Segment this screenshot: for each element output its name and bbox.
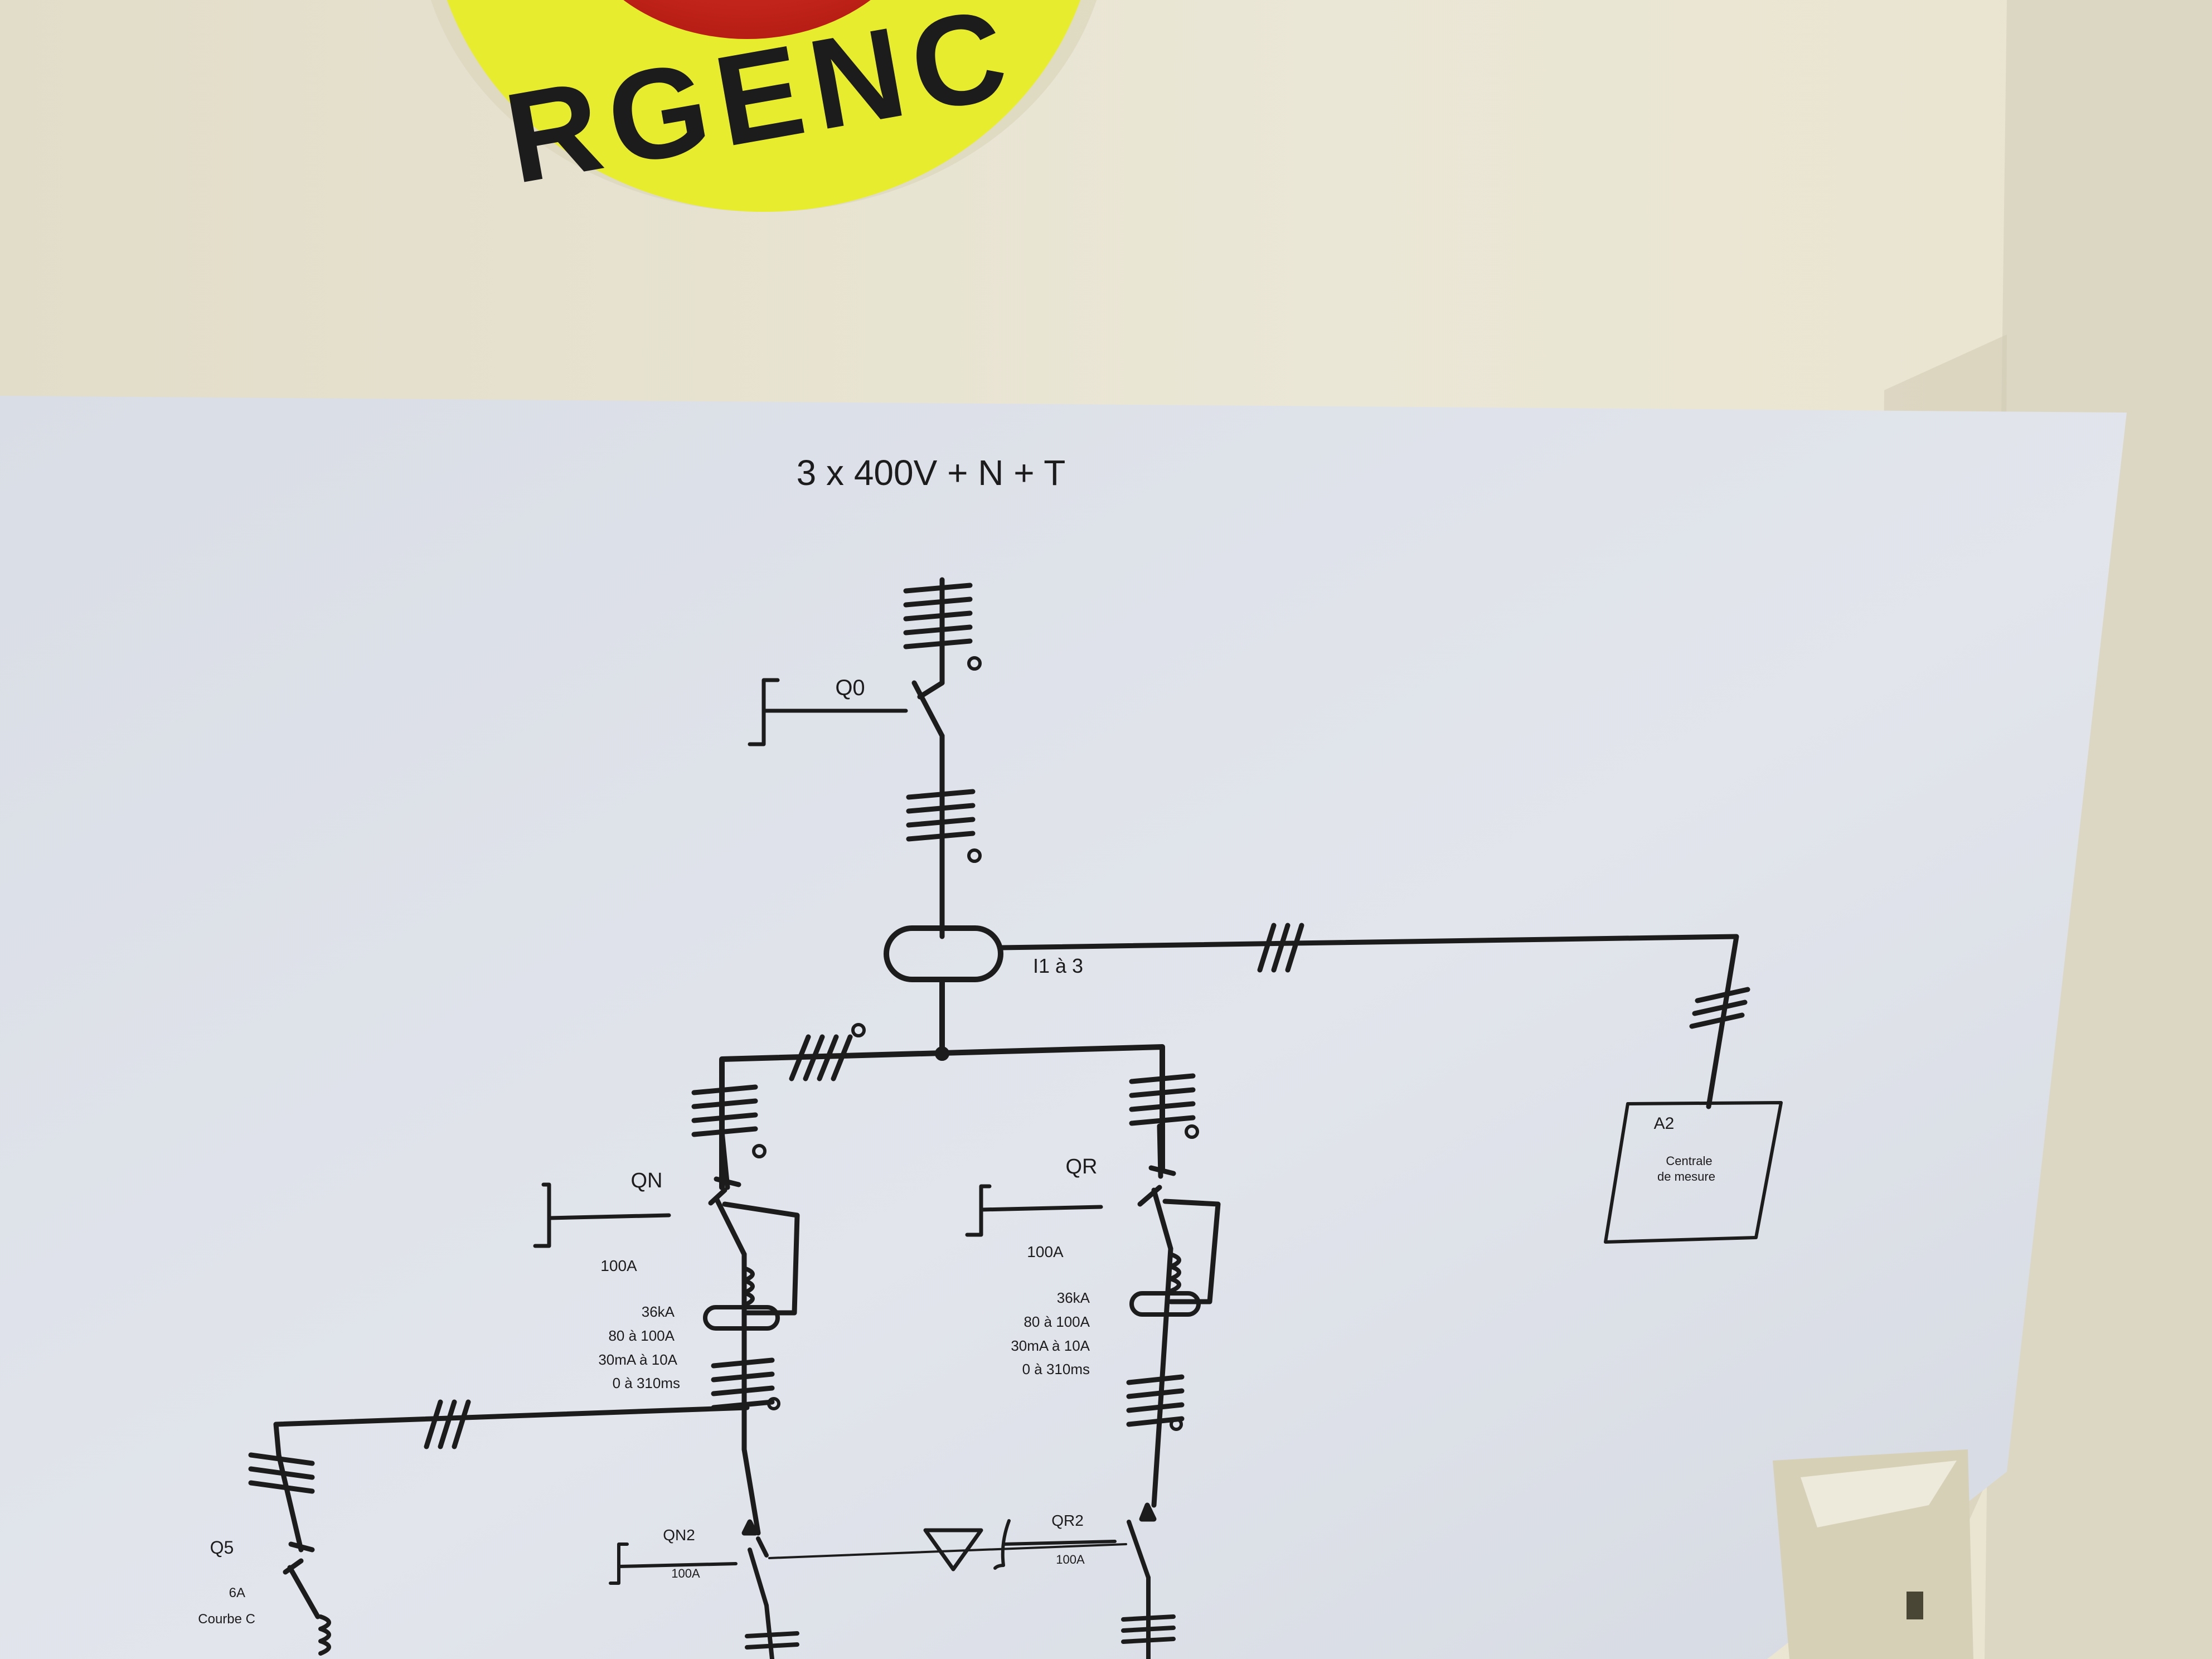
- supply-label: 3 x 400V + N + T: [797, 453, 1066, 493]
- qr-feeder: [965, 1073, 1221, 1522]
- qn2-qr2-interlock: [609, 1519, 1176, 1659]
- qr-spec-1: 36kA: [1057, 1289, 1090, 1306]
- qn-rating: 100A: [600, 1257, 637, 1274]
- schematic-sheet: [0, 396, 2127, 1659]
- qn-spec-3: 30mA à 10A: [598, 1351, 677, 1368]
- meter-box: [1604, 1101, 1783, 1244]
- emergency-ring: [447, 0, 1081, 212]
- q5-curve: Courbe C: [198, 1612, 255, 1627]
- qr-label: QR: [1066, 1155, 1098, 1178]
- qr-rating: 100A: [1027, 1243, 1064, 1260]
- qn2-label: QN2: [663, 1526, 695, 1544]
- q5-label: Q5: [210, 1537, 234, 1558]
- q0-input-ticks: [903, 577, 982, 686]
- qr-spec-2: 80 à 100A: [1023, 1313, 1090, 1330]
- qn-spec-1: 36kA: [642, 1303, 675, 1320]
- qr2-label: QR2: [1051, 1512, 1084, 1529]
- emergency-stop-sign: RGENC: [430, 0, 1097, 212]
- q0-output-ticks: [906, 789, 982, 863]
- qn2-rating: 100A: [671, 1566, 700, 1580]
- cabinet-latch[interactable]: [1773, 1449, 1973, 1659]
- qn-spec-4: 0 à 310ms: [613, 1375, 680, 1391]
- meter-feed: [998, 923, 1750, 1109]
- qn-feeder: [533, 1084, 800, 1536]
- meter-line1: Centrale: [1666, 1154, 1712, 1168]
- meter-name: A2: [1654, 1114, 1675, 1133]
- qr-spec-3: 30mA à 10A: [1011, 1337, 1090, 1354]
- single-line-diagram: 3 x 400V + N + T Q0 I1 à: [198, 453, 1783, 1659]
- q5-rating: 6A: [229, 1585, 245, 1600]
- qr2-rating: 100A: [1056, 1553, 1085, 1566]
- qn-label: QN: [631, 1169, 663, 1192]
- q0-label: Q0: [835, 676, 865, 700]
- qr-spec-4: 0 à 310ms: [1022, 1361, 1090, 1377]
- qn-spec-2: 80 à 100A: [608, 1327, 675, 1344]
- emergency-button[interactable]: [563, 0, 931, 39]
- ct-label: I1 à 3: [1033, 954, 1083, 977]
- meter-line2: de mesure: [1657, 1170, 1715, 1183]
- q5-feeder: [248, 1399, 750, 1656]
